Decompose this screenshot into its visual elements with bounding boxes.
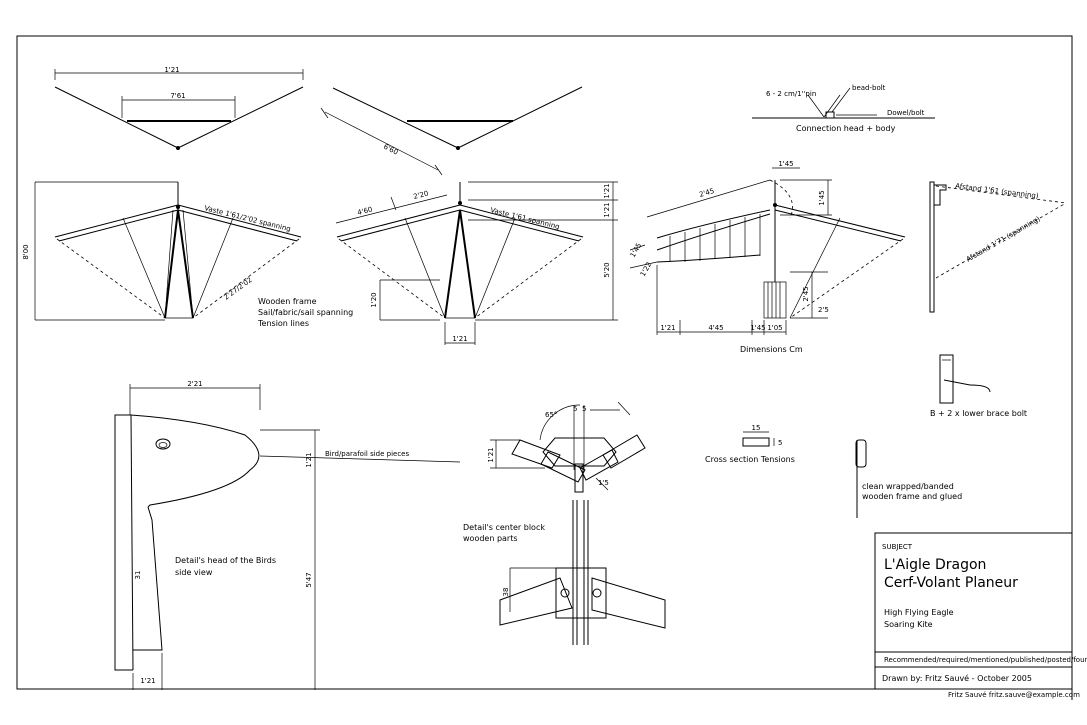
subject-label: SUBJECT [882,543,913,551]
center-block-bottom: 38 [499,500,666,645]
title-sub: Cerf-Volant Planeur [884,575,1018,591]
far-right-side-view: Afstand 1'61 (spanning) Afstand 1'71 (sp… [929,181,1067,313]
top-view-triangle: 1'21 7'61 [54,66,304,150]
dim-top-inner: 7'61 [170,92,185,100]
dim-mid-left: 1'20 [370,292,378,307]
connection-detail: 6 - 2 cm/1''pin bead-bolt Dowel/bolt Con… [752,84,935,133]
center-angle: 65° [545,411,557,419]
dim-mid-height: 5'20 [603,262,611,277]
bolt-detail: B + 2 x lower brace bolt [930,354,1027,418]
cross-w: 15 [752,424,761,432]
dim-top-span: 1'21 [164,66,179,74]
dim-small: 2'5 [818,306,829,314]
clean-wrapped-detail: clean wrapped/banded wooden frame and gl… [855,439,962,518]
dimensions-view: 2'45 1'45 1'45 2'45 2'5 1'45 1'22 1'21 4… [629,160,906,354]
dim-bottom-2: 4'45 [708,324,723,332]
connection-dowel: Dowel/bolt [887,109,925,117]
dim-mid-right-1: 1'21 [603,183,611,198]
connection-bolt: bead-bolt [852,84,886,92]
dim-mid-b: 2'20 [413,189,430,200]
detail-center-2: wooden parts [463,534,518,543]
far-right-top: Afstand 1'61 (spanning) [955,182,1039,200]
title-block: SUBJECT L'Aigle Dragon Cerf-Volant Plane… [874,532,1087,690]
dim-top-slope: 6'60 [382,143,399,157]
label-wooden-frame: Wooden frame [258,297,317,306]
dim-slope: 2'45 [698,187,715,199]
sheet-border [16,35,1073,690]
dim-bottom-4: 1'05 [767,324,782,332]
dim-mid-right-2: 1'21 [603,202,611,217]
dim-right: 1'45 [818,190,826,205]
cross-section-detail: 15 5 Cross section Tensions [705,424,795,464]
label-tension-lines: Tension lines [257,319,309,328]
subtitle-2: Soaring Kite [884,620,933,629]
center-bottom: 1'5 [598,479,609,487]
label-dimensions-cm: Dimensions Cm [740,345,803,354]
side-bottom: 1'21 [140,677,155,685]
dim-left-a: 1'45 [629,242,644,259]
label-sail-spanning: Sail/fabric/sail spanning [258,308,353,317]
head-side-view: 2'21 Bird/parafoil side pieces 1'21 5'47… [114,380,461,690]
dim-mid-base: 1'21 [452,335,467,343]
front-view-middle: 4'60 2'20 Vaste 1'61 spanning 1'21 1'21 … [335,181,618,345]
title-notes: Recommended/required/mentioned/published… [884,656,1087,664]
detail-center-1: Detail's center block [463,523,545,532]
side-small: 31 [134,571,142,580]
dim-mid-a: 4'60 [357,205,374,216]
subtitle-1: High Flying Eagle [884,608,954,617]
front-diag: 2'27/2'02 [222,276,253,302]
side-right: 5'47 [305,572,313,587]
side-inner: 1'21 [305,452,313,467]
cross-section-label: Cross section Tensions [705,455,795,464]
footer-credit: Fritz Sauvé fritz.sauve@example.com [948,691,1080,699]
top-view-triangle-angled: 6'60 [320,86,583,176]
bolt-caption: B + 2 x lower brace bolt [930,409,1027,418]
detail-head-1: Detail's head of the Birds [175,556,276,565]
center-block-top: 5 5 65° 1'21 1'5 Detail's center block w… [463,401,646,543]
center-top-b: 5 [582,405,586,413]
detail-head-2: side view [175,568,213,577]
center-left: 1'21 [487,447,495,462]
clean-wrapped-2: wooden frame and glued [862,492,962,501]
dim-top: 1'45 [778,160,793,168]
dim-bottom-1: 1'21 [660,324,675,332]
front-spar: Vaste 1'61/2'02 spanning [204,204,292,233]
head-line-label: Bird/parafoil side pieces [325,450,409,458]
dim-bottom-3: 1'45 [750,324,765,332]
dim-front-height: 8'00 [22,244,30,259]
far-right-bottom: Afstand 1'71 (spanning) [965,215,1042,264]
dim-mid: 2'45 [802,286,810,301]
title-main: L'Aigle Dragon [884,557,986,573]
center-top-a: 5 [573,405,577,413]
clean-wrapped-1: clean wrapped/banded [862,482,954,491]
connection-title: Connection head + body [796,124,896,133]
cross-h: 5 [778,439,782,447]
center-side: 38 [502,588,510,597]
drawn-by: Drawn by: Fritz Sauvé - October 2005 [882,673,1032,683]
side-top: 2'21 [187,380,202,388]
connection-pin: 6 - 2 cm/1''pin [766,90,816,98]
